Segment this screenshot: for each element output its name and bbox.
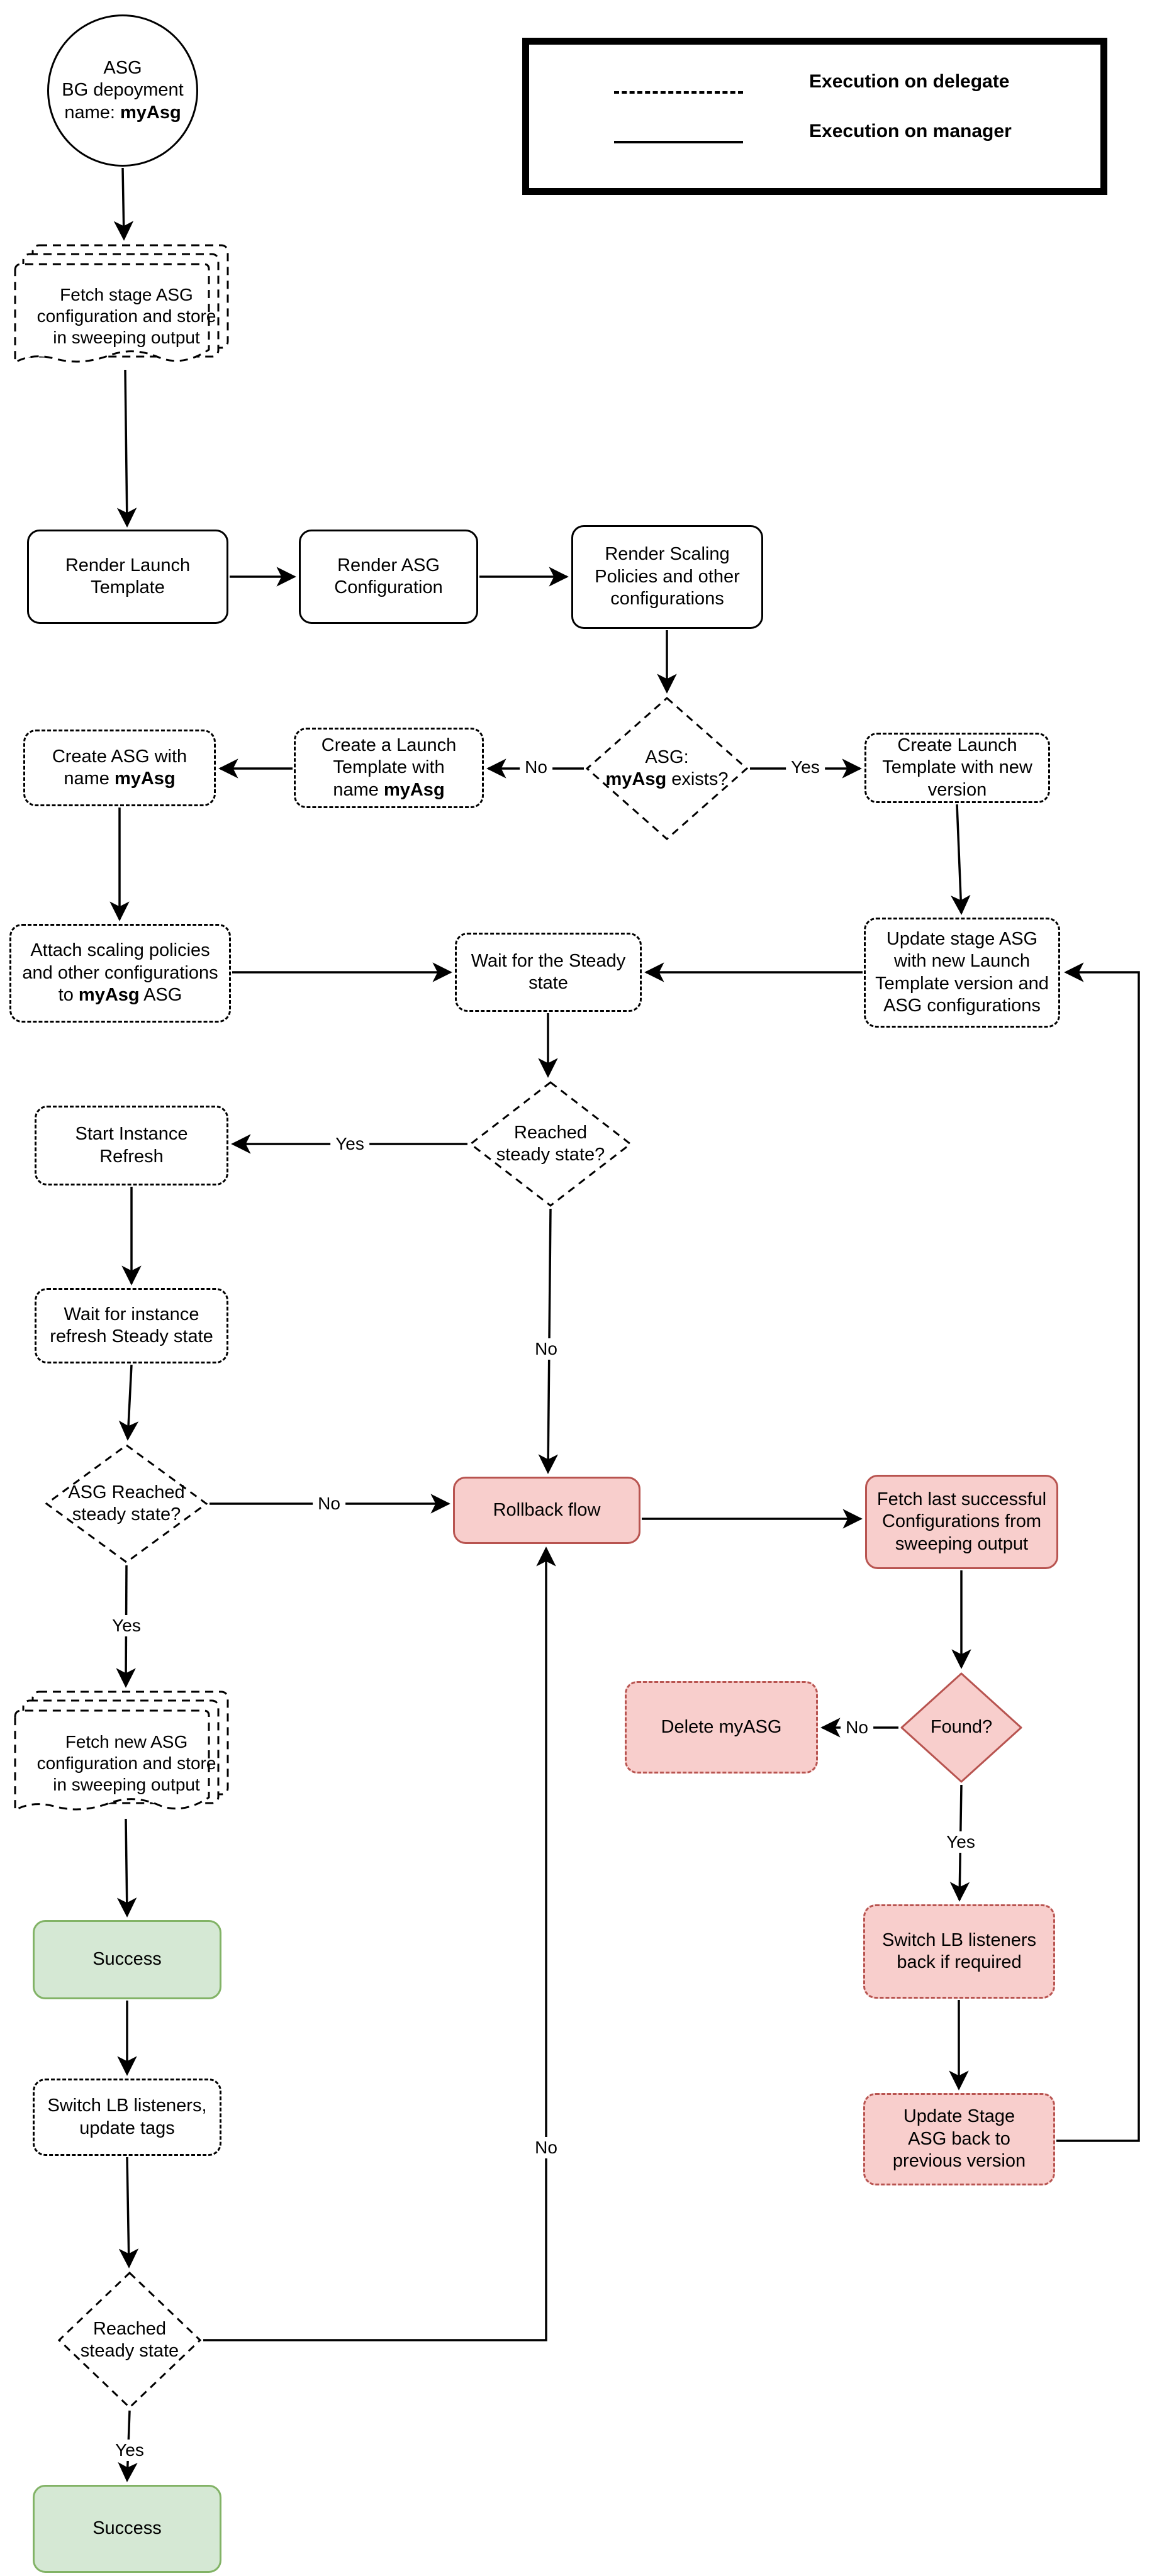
- success-1-step: Success: [33, 1920, 221, 1999]
- edge-fetchstage-to-renderlaunch: [116, 369, 137, 528]
- switch-lb-update-tags-step: Switch LB listeners, update tags: [33, 2079, 221, 2156]
- reached-steady-state-2-decision: Reached steady state: [57, 2271, 202, 2409]
- reached-steady-state-2-label: Reached steady state: [80, 2318, 179, 2361]
- success-1-label: Success: [92, 1949, 162, 1970]
- create-a-launch-template-step: Create a Launch Template with name myAsg: [294, 728, 484, 808]
- update-stage-back-step: Update Stage ASG back to previous versio…: [863, 2093, 1055, 2185]
- wait-instance-refresh-step: Wait for instance refresh Steady state: [35, 1288, 228, 1363]
- start-instance-refresh-label: Start Instance Refresh: [75, 1124, 188, 1167]
- render-launch-template-step: Render Launch Template: [27, 530, 228, 624]
- edge-label-found-no: No: [841, 1717, 873, 1738]
- legend-box: Execution on delegate Execution on manag…: [522, 38, 1107, 195]
- legend-label-delegate: Execution on delegate: [809, 71, 1010, 92]
- render-launch-template-label: Render Launch Template: [65, 555, 191, 597]
- edge-label-asg-reached-yes: Yes: [107, 1615, 146, 1636]
- diamond-shape: [469, 1081, 632, 1207]
- asg-reached-steady-state-label: ASG Reached steady state?: [68, 1482, 185, 1524]
- reached-steady-state-1-label: Reached steady state?: [496, 1122, 605, 1165]
- switch-lb-back-step: Switch LB listeners back if required: [863, 1904, 1055, 1999]
- attach-scaling-policies-step: Attach scaling policies and other config…: [9, 924, 231, 1023]
- asg-reached-steady-state-decision: ASG Reached steady state?: [45, 1443, 208, 1564]
- update-stage-back-label: Update Stage ASG back to previous versio…: [892, 2106, 1026, 2172]
- edge-fetchnew-to-success1: [116, 1818, 137, 1918]
- diamond-shape: [45, 1444, 208, 1563]
- edge-createlaunchnew-to-updatestage: [951, 804, 971, 915]
- edge-label-reached1-no: No: [530, 1338, 562, 1360]
- update-stage-asg-label: Update stage ASG with new Launch Templat…: [875, 928, 1049, 1016]
- edge-label-asg-reached-no: No: [313, 1493, 345, 1514]
- switch-lb-back-label: Switch LB listeners back if required: [882, 1929, 1036, 1972]
- render-scaling-policies-label: Render Scaling Policies and other config…: [595, 544, 740, 609]
- fetch-last-successful-label: Fetch last successful Configurations fro…: [876, 1489, 1047, 1554]
- edge-start-to-fetchstage: [113, 167, 134, 241]
- wait-for-steady-state-step: Wait for the Steady state: [455, 933, 642, 1012]
- document-stack-icon: [14, 1690, 229, 1812]
- edge-label-reached2-yes: Yes: [110, 2440, 149, 2461]
- create-launch-template-new-version-step: Create Launch Template with new version: [864, 733, 1050, 803]
- edge-updateback-loop-to-updatestage: [1056, 962, 1140, 2142]
- success-2-label: Success: [92, 2518, 162, 2539]
- fetch-new-config-step: Fetch new ASG configuration and store in…: [13, 1690, 240, 1818]
- start-instance-refresh-step: Start Instance Refresh: [35, 1106, 228, 1185]
- edge-label-found-yes: Yes: [941, 1831, 980, 1853]
- create-launch-template-new-version-label: Create Launch Template with new version: [882, 735, 1032, 800]
- asg-exists-decision: ASG: myAsg exists?: [585, 696, 749, 841]
- found-decision: Found?: [900, 1672, 1023, 1784]
- dashed-line-swatch: [614, 91, 743, 94]
- edge-reached2-no-to-rollback: [203, 1546, 556, 2341]
- edge-switchtags-to-reached2: [118, 2157, 139, 2268]
- fetch-last-successful-step: Fetch last successful Configurations fro…: [865, 1475, 1058, 1569]
- diamond-shape: [57, 2271, 202, 2409]
- document-stack-icon: [14, 244, 229, 364]
- edge-label-asg-exists-yes: Yes: [786, 757, 825, 778]
- render-scaling-policies-step: Render Scaling Policies and other config…: [571, 525, 763, 629]
- edge-label-reached1-yes: Yes: [330, 1133, 369, 1155]
- start-node: ASG BG depoyment name: myAsg: [47, 14, 198, 167]
- wait-instance-refresh-label: Wait for instance refresh Steady state: [50, 1304, 213, 1346]
- create-asg-step: Create ASG with name myAsg: [23, 730, 216, 806]
- success-2-step: Success: [33, 2485, 221, 2573]
- rollback-flow-label: Rollback flow: [493, 1499, 601, 1520]
- fetch-stage-config-label: Fetch stage ASG configuration and store …: [36, 284, 216, 348]
- render-asg-configuration-label: Render ASG Configuration: [334, 555, 443, 597]
- switch-lb-update-tags-label: Switch LB listeners, update tags: [47, 2096, 207, 2138]
- diamond-shape: [585, 697, 749, 840]
- found-label: Found?: [930, 1717, 993, 1738]
- wait-for-steady-state-label: Wait for the Steady state: [471, 950, 626, 993]
- edge-waitinstance-to-asgreached: [118, 1364, 139, 1441]
- reached-steady-state-1-decision: Reached steady state?: [469, 1080, 632, 1208]
- render-asg-configuration-step: Render ASG Configuration: [299, 530, 478, 624]
- start-label-line2: BG depoyment: [62, 80, 184, 101]
- diamond-shape: [900, 1672, 1022, 1783]
- fetch-new-config-label: Fetch new ASG configuration and store in…: [36, 1731, 216, 1795]
- start-label-line1: ASG: [103, 57, 142, 78]
- rollback-flow-step: Rollback flow: [453, 1477, 640, 1544]
- delete-myasg-label: Delete myASG: [661, 1716, 782, 1737]
- fetch-stage-config-step: Fetch stage ASG configuration and store …: [13, 244, 240, 370]
- edge-label-reached2-no: No: [530, 2137, 562, 2158]
- delete-myasg-step: Delete myASG: [625, 1681, 818, 1774]
- legend-label-manager: Execution on manager: [809, 121, 1012, 142]
- asg-exists-label: ASG: myAsg exists?: [605, 747, 729, 789]
- update-stage-asg-step: Update stage ASG with new Launch Templat…: [864, 918, 1060, 1028]
- start-label-line3: name: myAsg: [64, 102, 181, 123]
- edge-label-asg-exists-no: No: [520, 757, 552, 778]
- solid-line-swatch: [614, 141, 743, 143]
